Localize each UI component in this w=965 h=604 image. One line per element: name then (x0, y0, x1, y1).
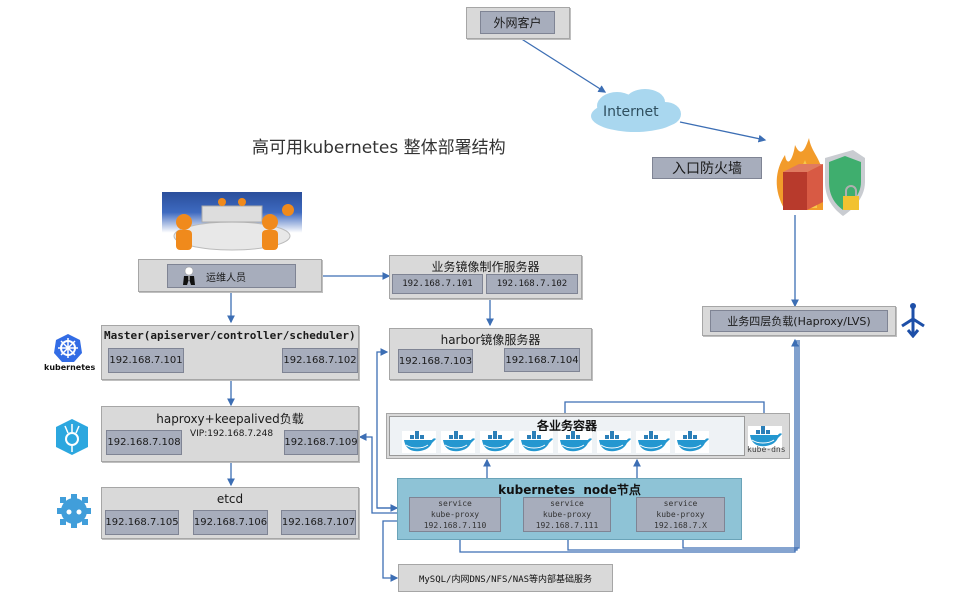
line-node-haproxy (358, 433, 397, 514)
node-member-3-proxy: kube-proxy (656, 510, 705, 519)
l4-lb-icon (901, 303, 925, 338)
infra-services-box: MySQL/内网DNS/NFS/NAS等内部基础服务 (398, 564, 613, 592)
node-member-3: service kube-proxy 192.168.7.X (636, 497, 725, 532)
ops-person-icon (183, 267, 195, 285)
master-title: Master(apiserver/controller/scheduler) (104, 329, 356, 342)
docker-whale-icon (441, 431, 475, 453)
etcd-host-1: 192.168.7.105 (105, 510, 179, 535)
master-box: Master(apiserver/controller/scheduler) 1… (101, 325, 359, 380)
firewall-icon (776, 138, 865, 216)
firewall-label: 入口防火墙 (652, 157, 762, 179)
image-build-server-box: 业务镜像制作服务器 192.168.7.101 192.168.7.102 (389, 255, 582, 299)
load-balancer-icon (56, 419, 88, 455)
node-member-1-proxy: kube-proxy (430, 510, 480, 519)
containers-title: 各业务容器 (536, 419, 597, 433)
containers-box: 各业务容器 (389, 416, 745, 456)
kube-dns-container (748, 426, 782, 452)
harbor-host-2: 192.168.7.104 (504, 348, 580, 372)
docker-whale-icon (519, 431, 553, 453)
node-member-2-ip: 192.168.7.111 (535, 521, 599, 530)
node-member-3-service: service (663, 499, 698, 508)
etcd-host-3: 192.168.7.107 (281, 510, 356, 535)
kube-dns-label: kube-dns (747, 445, 786, 454)
ops-box: 运维人员 (138, 259, 322, 292)
diagram-title: 高可用kubernetes 整体部署结构 (252, 138, 506, 158)
ops-label: 运维人员 (206, 272, 246, 284)
ops-team-illustration (173, 198, 294, 251)
external-client-box: 外网客户 (466, 7, 570, 39)
harbor-box: harbor镜像服务器 192.168.7.103 192.168.7.104 (389, 328, 592, 380)
etcd-logo-icon (57, 494, 91, 528)
docker-whale-icon (480, 431, 514, 453)
node-member-1-service: service (438, 499, 472, 508)
l4-lb-box: 业务四层负载(Haproxy/LVS) (702, 306, 896, 336)
containers-outer: 各业务容器 kube-dns (386, 413, 790, 459)
line-client-internet (519, 37, 607, 93)
line-lb-node1 (456, 338, 799, 553)
internet-label: Internet (603, 104, 659, 120)
harbor-title: harbor镜像服务器 (440, 333, 541, 347)
docker-whale-icon (558, 431, 592, 453)
docker-whale-icon (675, 431, 709, 453)
node-member-2-service: service (550, 499, 584, 508)
haproxy-host-1: 192.168.7.108 (106, 430, 182, 455)
node-member-1-ip: 192.168.7.110 (423, 521, 487, 530)
etcd-title: etcd (216, 492, 244, 506)
etcd-host-2: 192.168.7.106 (193, 510, 268, 535)
docker-whale-icon (748, 426, 782, 448)
ops-inner: 运维人员 (167, 264, 296, 288)
docker-whale-icon (402, 431, 436, 453)
node-box: kubernetes node节点 service kube-proxy 192… (397, 478, 742, 540)
etcd-box: etcd 192.168.7.105 192.168.7.106 192.168… (101, 487, 359, 539)
node-member-3-ip: 192.168.7.X (654, 521, 707, 530)
kubernetes-logo-label: kubernetes (44, 363, 96, 372)
line-internet-firewall (679, 121, 767, 143)
docker-whale-icon (597, 431, 631, 453)
haproxy-box: haproxy+keepalived负载 192.168.7.108 VIP:1… (101, 406, 359, 462)
node-member-1: service kube-proxy 192.168.7.110 (409, 497, 501, 532)
haproxy-host-2: 192.168.7.109 (284, 430, 358, 455)
image-build-host-1: 192.168.7.101 (392, 274, 483, 294)
line-node-infra (382, 520, 399, 582)
internet-cloud-icon (591, 89, 681, 132)
haproxy-vip: VIP:192.168.7.248 (190, 429, 274, 439)
node-member-2: service kube-proxy 192.168.7.111 (523, 497, 611, 532)
master-host-1: 192.168.7.101 (108, 348, 184, 373)
node-title: kubernetes node节点 (498, 483, 641, 497)
external-client-label: 外网客户 (480, 11, 555, 34)
l4-lb-label: 业务四层负载(Haproxy/LVS) (710, 310, 888, 332)
kubernetes-logo-icon (54, 334, 82, 362)
harbor-host-1: 192.168.7.103 (398, 349, 473, 373)
docker-whale-icon (636, 431, 670, 453)
haproxy-title: haproxy+keepalived负载 (156, 412, 304, 426)
node-member-2-proxy: kube-proxy (542, 510, 592, 519)
container-list (402, 431, 709, 453)
ops-team-image (162, 192, 302, 260)
image-build-server-title: 业务镜像制作服务器 (431, 260, 540, 274)
image-build-host-2: 192.168.7.102 (486, 274, 578, 294)
master-host-2: 192.168.7.102 (282, 348, 358, 373)
